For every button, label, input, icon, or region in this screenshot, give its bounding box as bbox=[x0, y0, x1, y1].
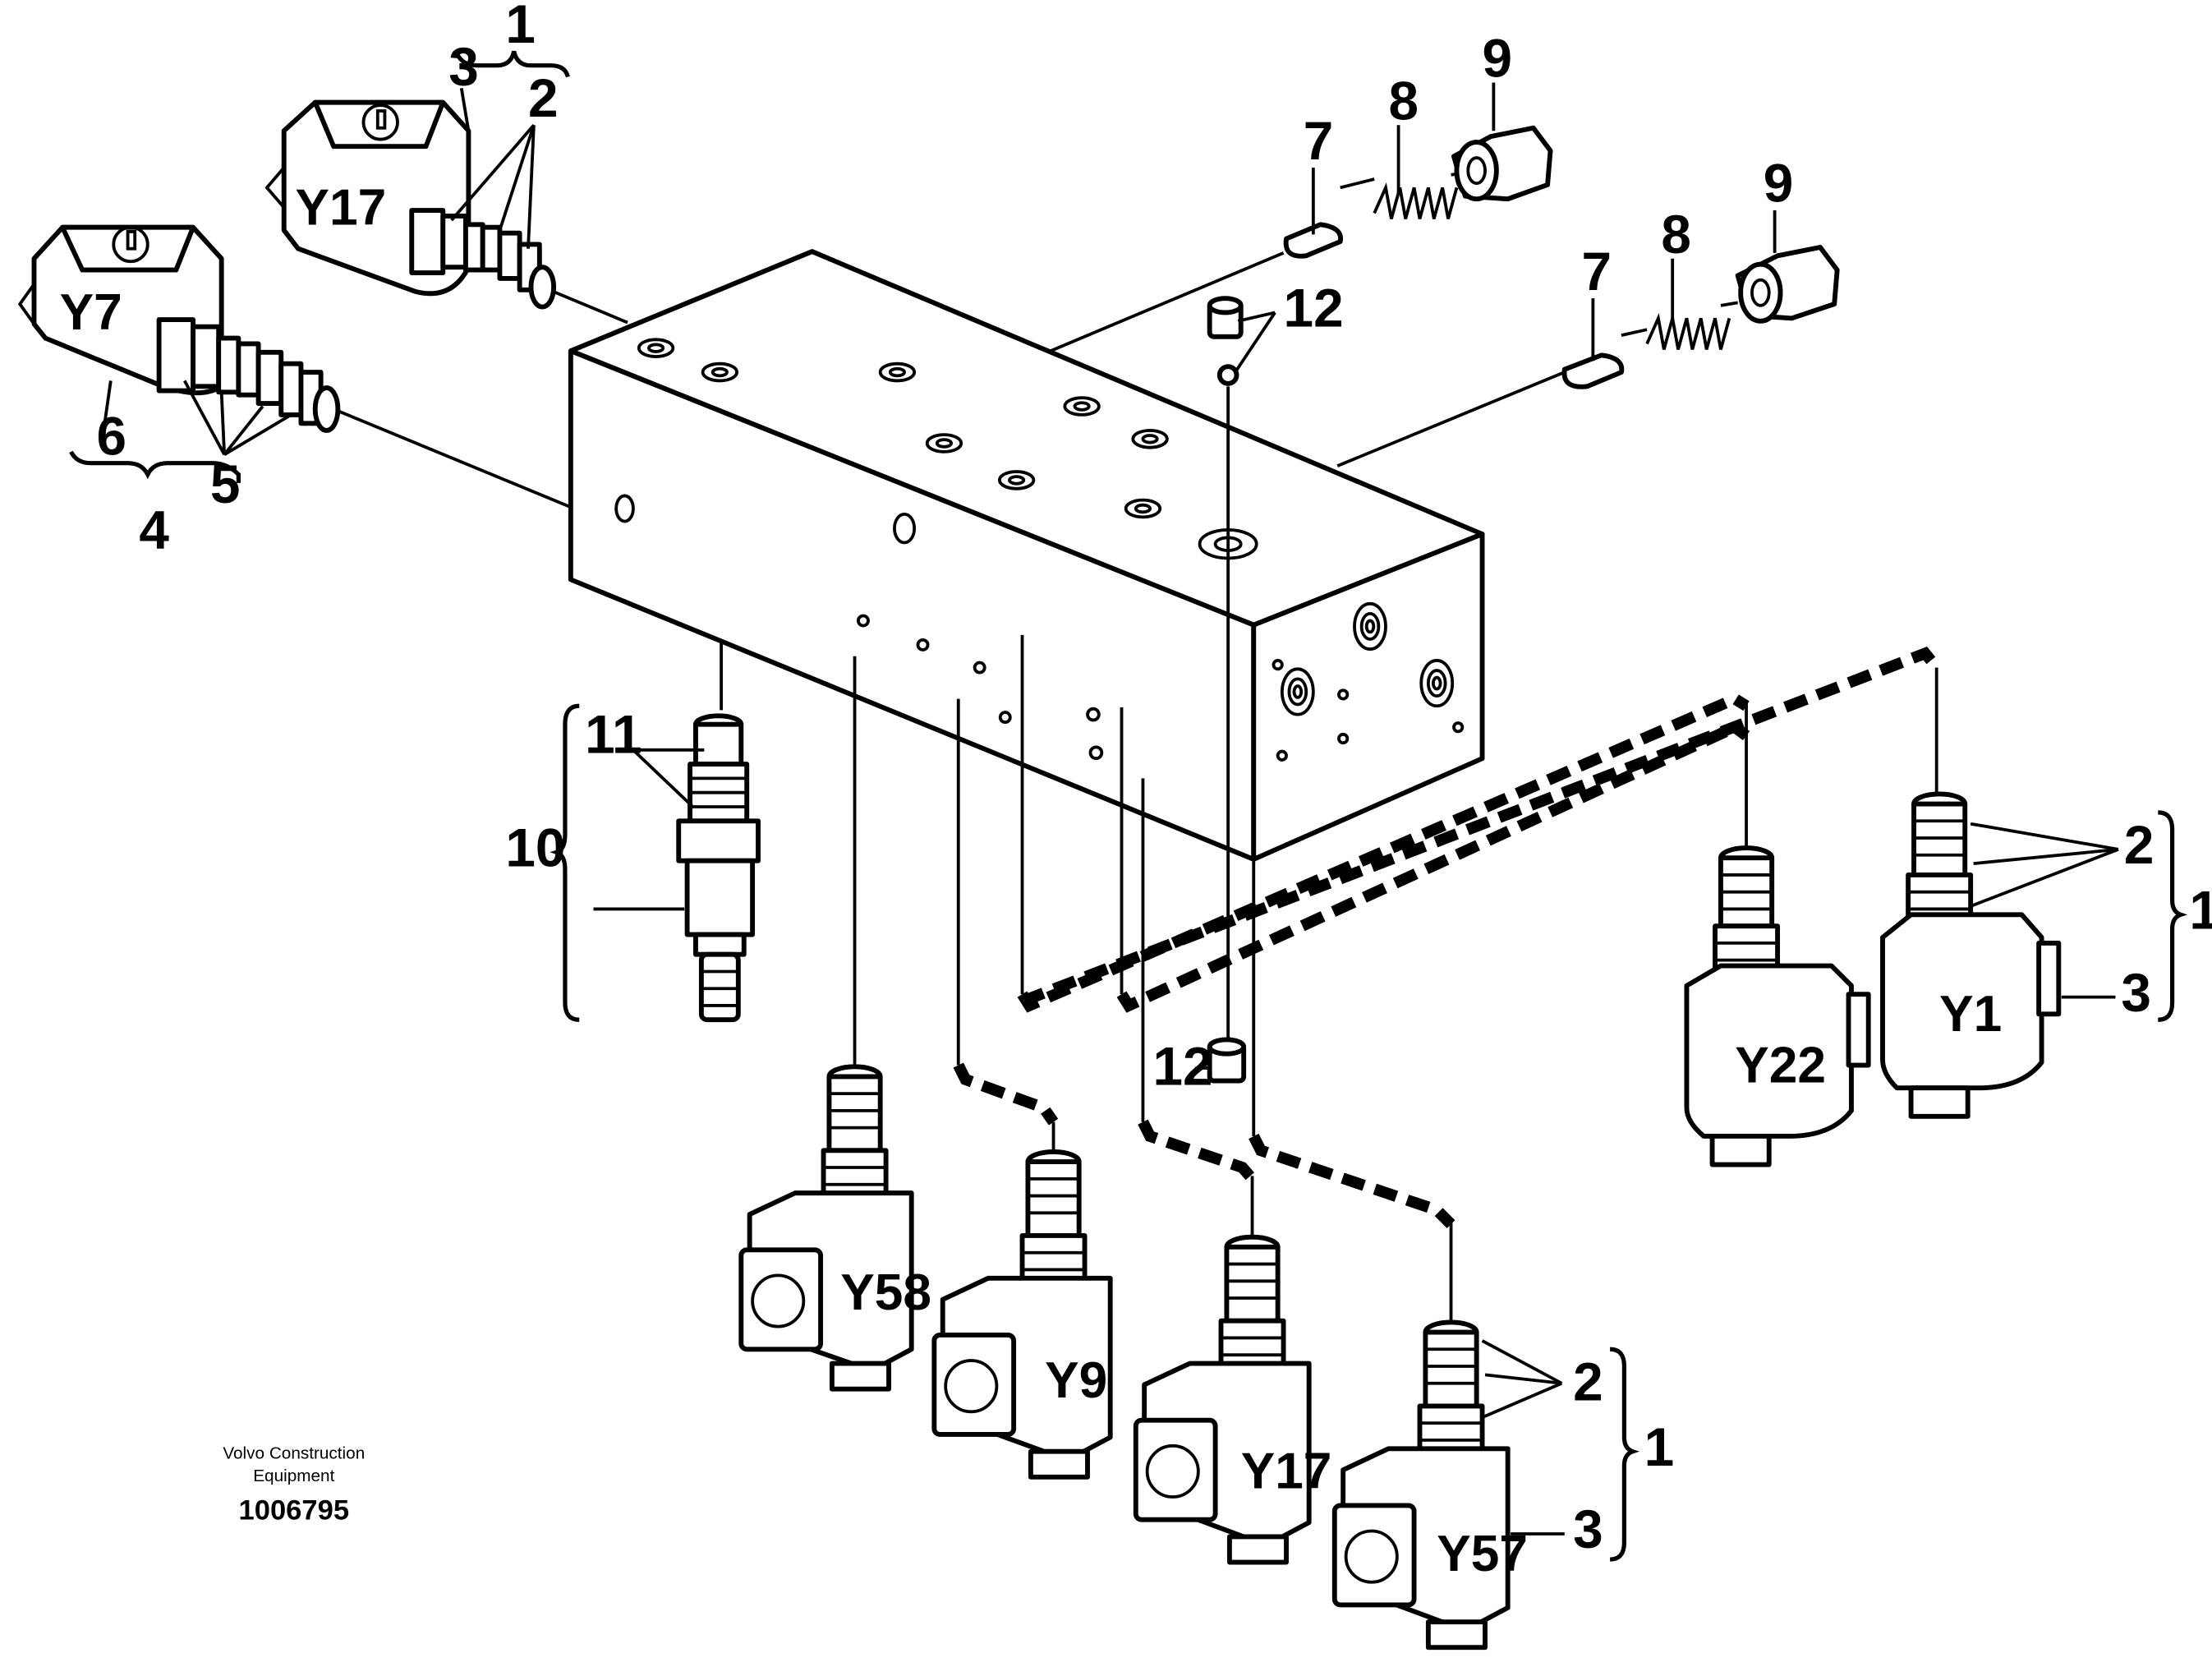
callout-5: 5 bbox=[210, 454, 241, 514]
callout-9-upper: 9 bbox=[1483, 29, 1513, 89]
solenoid-y58 bbox=[738, 1064, 914, 1392]
valve-block bbox=[568, 249, 1485, 862]
valve-code-y9: Y9 bbox=[1045, 1352, 1107, 1409]
callout-9-lower: 9 bbox=[1764, 154, 1794, 214]
valve-code-y22: Y22 bbox=[1735, 1037, 1826, 1094]
valve-code-y57: Y57 bbox=[1437, 1526, 1528, 1582]
block-end-ports bbox=[1272, 601, 1465, 762]
callout-10: 10 bbox=[505, 818, 565, 878]
drawing-number: 1006795 bbox=[239, 1495, 349, 1526]
callout-12-top: 12 bbox=[1284, 279, 1344, 338]
callout-8-upper: 8 bbox=[1388, 71, 1419, 131]
solenoid-y22 bbox=[1684, 845, 1871, 1167]
solenoid-y57 bbox=[1331, 1319, 1511, 1651]
callout-6: 6 bbox=[97, 406, 127, 466]
callout-1-bottom: 1 bbox=[1644, 1417, 1675, 1477]
valve-code-y58: Y58 bbox=[840, 1264, 931, 1321]
solenoid-y17-top bbox=[264, 99, 557, 310]
callout-2-top: 2 bbox=[528, 68, 559, 128]
solenoid-y9 bbox=[931, 1149, 1113, 1480]
check-valve-upper bbox=[1283, 125, 1553, 259]
valve-code-y17-top: Y17 bbox=[296, 179, 387, 236]
callout-4: 4 bbox=[139, 500, 169, 559]
block-end-face bbox=[1251, 532, 1485, 862]
callout-2-right: 2 bbox=[2124, 815, 2155, 875]
solenoid-y7 bbox=[17, 224, 341, 433]
callout-2-bottom: 2 bbox=[1573, 1351, 1603, 1411]
callout-leaders bbox=[69, 50, 2188, 1562]
callout-8-lower: 8 bbox=[1661, 205, 1691, 265]
callout-3-bottom: 3 bbox=[1573, 1499, 1603, 1559]
company-name-line2: Equipment bbox=[253, 1466, 334, 1485]
plug-bottom bbox=[1207, 1037, 1247, 1084]
solenoid-y1 bbox=[1880, 791, 2062, 1119]
company-name-line1: Volvo Construction bbox=[223, 1443, 365, 1462]
valve-code-y1: Y1 bbox=[1939, 986, 2002, 1043]
callout-3-right: 3 bbox=[2121, 963, 2151, 1023]
check-valve-lower bbox=[1561, 245, 1840, 389]
callout-1-right: 1 bbox=[2189, 881, 2212, 941]
valve-codes: Y17 Y7 Y22 Y1 Y58 Y9 Y17 Y57 bbox=[60, 179, 2003, 1582]
callout-1-top: 1 bbox=[505, 0, 536, 54]
callout-7-upper: 7 bbox=[1304, 111, 1334, 171]
pressure-valve bbox=[676, 713, 761, 1023]
block-front-ports bbox=[614, 494, 1104, 761]
dashed-routes bbox=[953, 647, 1942, 1229]
callout-3-top: 3 bbox=[448, 37, 479, 97]
drawing-footer: Volvo Construction Equipment 1006795 bbox=[223, 1443, 365, 1526]
callout-12-bottom: 12 bbox=[1153, 1037, 1213, 1097]
valve-code-y7: Y7 bbox=[60, 284, 122, 341]
solenoid-y17-bottom bbox=[1133, 1234, 1312, 1565]
callout-numbers: 1 3 2 6 5 4 7 8 9 7 8 9 12 11 10 12 2 1 … bbox=[97, 0, 2212, 1559]
leader-lines bbox=[333, 172, 1938, 1321]
callout-7-lower: 7 bbox=[1582, 242, 1612, 302]
callout-11: 11 bbox=[585, 704, 642, 764]
valve-code-y17-bottom: Y17 bbox=[1241, 1443, 1332, 1500]
